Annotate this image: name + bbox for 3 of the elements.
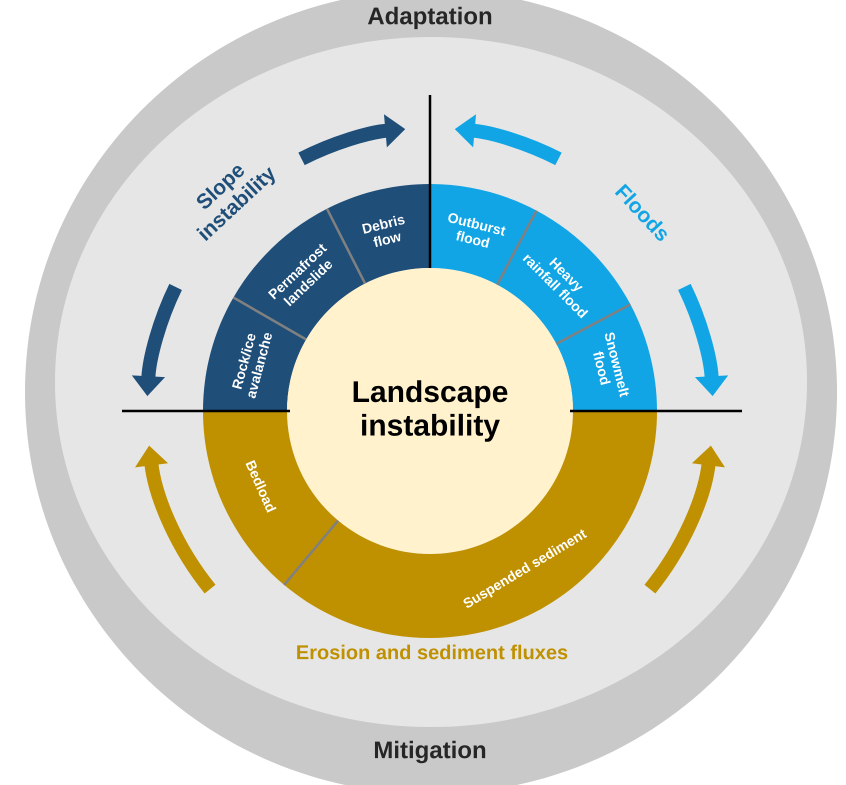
ring-label: Mitigation xyxy=(374,740,486,764)
ring-label: Adaptation xyxy=(368,6,492,30)
ring-label: Erosion and sediment fluxes xyxy=(297,644,568,660)
